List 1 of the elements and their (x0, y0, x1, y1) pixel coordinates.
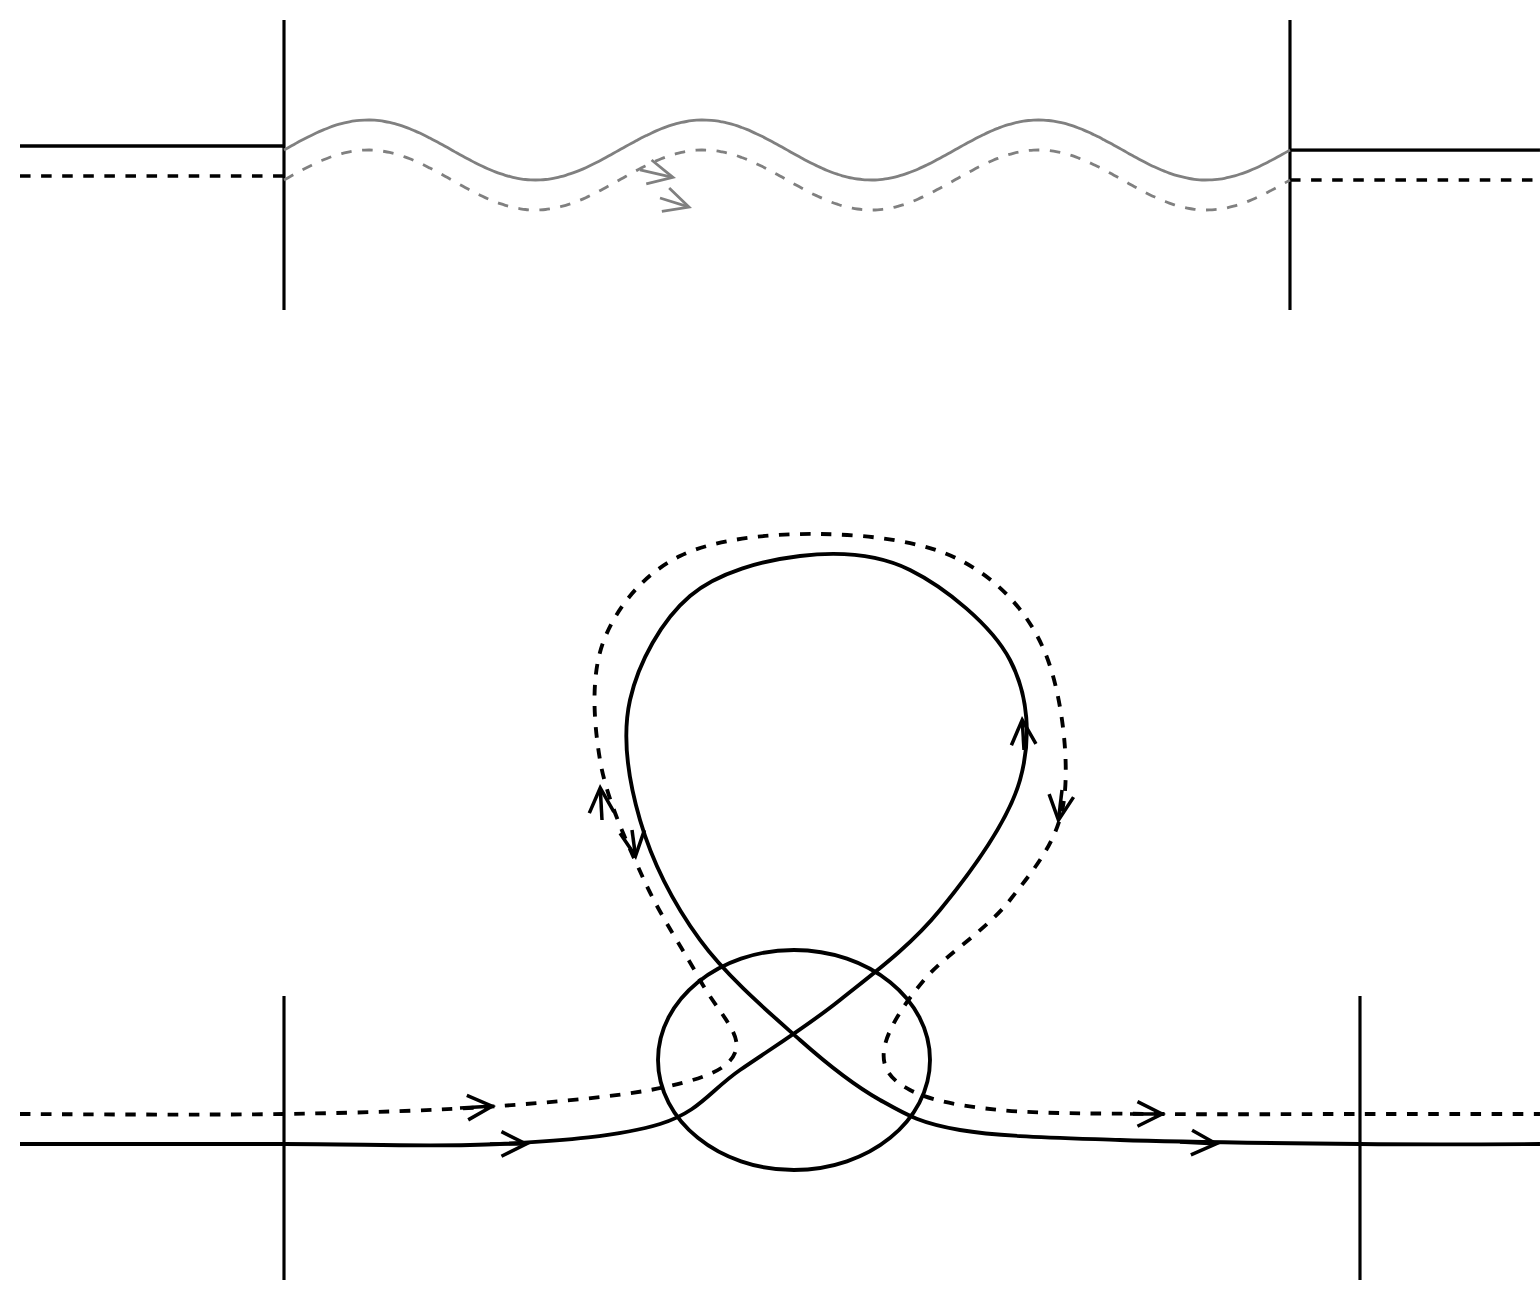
loop-ellipse (656, 948, 932, 1172)
